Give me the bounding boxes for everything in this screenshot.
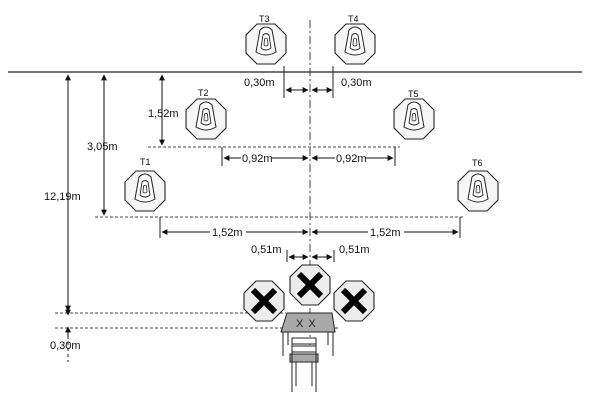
label-t2: T2 — [198, 88, 209, 98]
chair — [289, 337, 319, 392]
dim-t4-offset: 0,30m — [341, 77, 372, 89]
table-marks: X X — [296, 318, 317, 330]
target-t3 — [245, 23, 287, 65]
stop-target-center — [290, 265, 330, 305]
dim-t2-offset: 0,92m — [242, 153, 273, 165]
dim-t1-offset: 1,52m — [212, 227, 243, 239]
dim-t6-offset: 1,52m — [370, 227, 401, 239]
label-t4: T4 — [348, 14, 359, 24]
label-t1: T1 — [140, 157, 151, 167]
dim-t3-offset: 0,30m — [244, 77, 275, 89]
dim-table-gap: 0,30m — [50, 340, 81, 352]
dim-right-stop-offset: 0,51m — [339, 244, 370, 256]
label-t6: T6 — [472, 158, 483, 168]
dim-t2-depth: 1,52m — [148, 108, 179, 120]
target-t1 — [124, 170, 166, 212]
dim-t5-offset: 0,92m — [336, 153, 367, 165]
label-t5: T5 — [408, 89, 419, 99]
shooting-table — [280, 312, 336, 356]
dim-total-depth: 12,19m — [44, 191, 81, 203]
dim-left-stop-offset: 0,51m — [251, 244, 282, 256]
target-t4 — [334, 23, 376, 65]
label-t3: T3 — [259, 14, 270, 24]
target-t2 — [185, 98, 227, 140]
stop-target-left — [244, 281, 284, 321]
stop-target-right — [334, 281, 374, 321]
target-t5 — [393, 98, 435, 140]
target-t6 — [457, 170, 499, 212]
dim-t1-depth: 3,05m — [87, 141, 118, 153]
